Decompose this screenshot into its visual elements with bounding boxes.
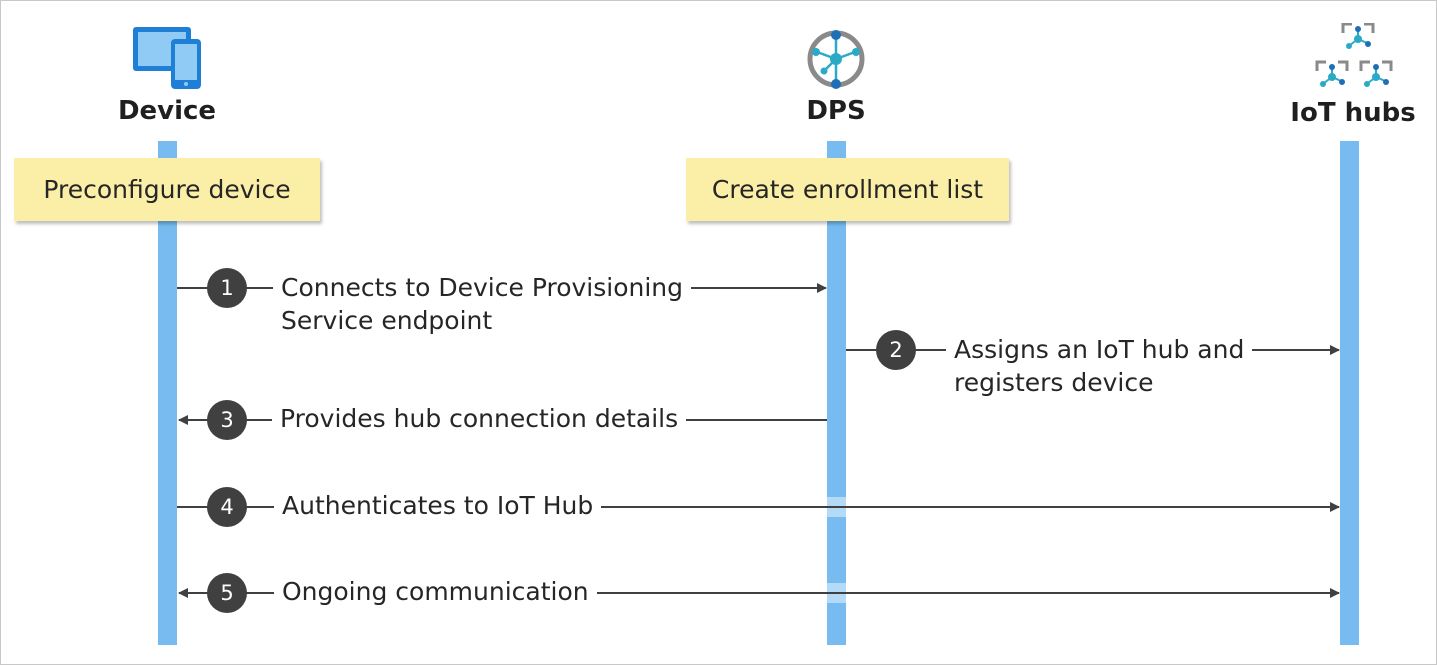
device-lane-title: Device	[117, 96, 217, 126]
step-5-label: Ongoing communication	[274, 575, 597, 608]
step-2-number: 2	[876, 330, 916, 370]
step-4-label: Authenticates to IoT Hub	[274, 489, 602, 522]
step-3-label: Provides hub connection details	[272, 402, 687, 435]
device-lifeline	[158, 141, 177, 645]
step-1-label-line1: Connects to Device Provisioning	[281, 273, 684, 302]
device-tablet-phone-icon	[133, 27, 201, 89]
dps-lifeline	[827, 141, 846, 645]
step-5-number: 5	[207, 573, 247, 613]
step-2-label-line2: registers device	[954, 368, 1154, 397]
dps-note: Create enrollment list	[686, 158, 1009, 221]
step-1-label: Connects to Device Provisioning Service …	[273, 271, 692, 337]
iot-hubs-lifeline	[1340, 141, 1359, 645]
step-2-label-line1: Assigns an IoT hub and	[954, 335, 1245, 364]
device-note: Preconfigure device	[14, 158, 320, 221]
step-4-number: 4	[207, 487, 247, 527]
iot-hubs-network-icon	[1315, 23, 1393, 87]
step-2-label: Assigns an IoT hub and registers device	[946, 333, 1253, 399]
step-1-label-line2: Service endpoint	[281, 306, 493, 335]
dps-lane-title: DPS	[806, 96, 866, 126]
step-3-number: 3	[207, 400, 247, 440]
iot-hubs-lane-title: IoT hubs	[1290, 98, 1416, 128]
dps-network-icon	[807, 30, 865, 89]
step-1-number: 1	[207, 268, 247, 308]
